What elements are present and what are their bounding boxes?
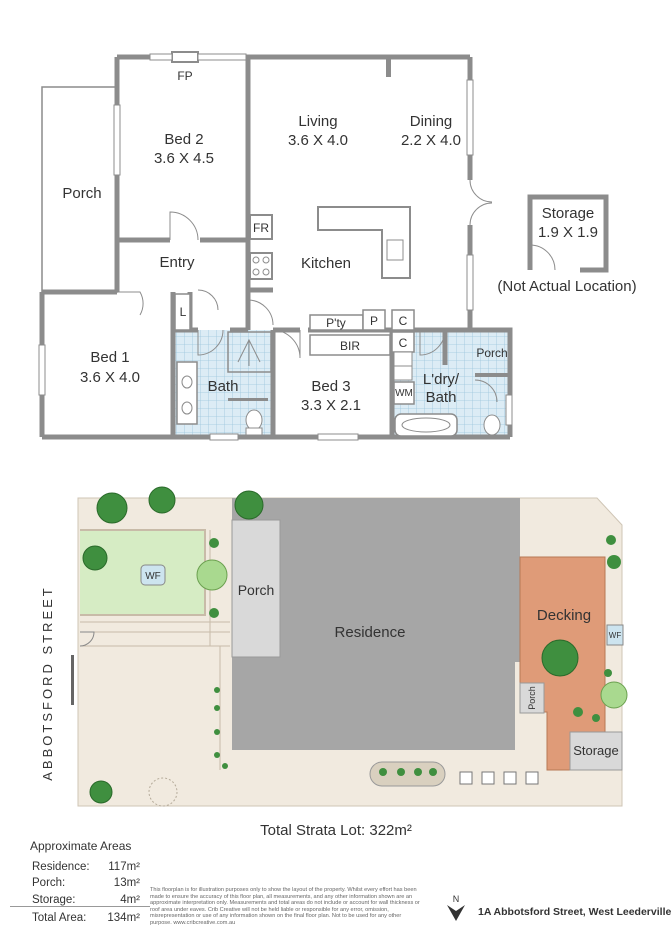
shrubs — [209, 535, 616, 776]
tree — [541, 639, 579, 677]
storage-size: 1.9 X 1.9 — [538, 224, 598, 241]
linen-label: L — [180, 305, 187, 319]
washing-machine — [393, 381, 415, 405]
dining-label: Dining — [410, 113, 453, 130]
compass-label: N — [453, 894, 460, 904]
linen-cupboard — [174, 293, 191, 331]
wf-label-2: WF — [609, 631, 622, 640]
tree — [96, 492, 128, 524]
site-plan: ABBOTSFORD STREET WF Porch Residence Dec… — [40, 486, 628, 807]
tree — [148, 777, 178, 807]
floor-plan: Porch FP Bed 2 3.6 X 4.5 Living 3.6 X 4.… — [38, 51, 637, 441]
bath-label: Bath — [208, 378, 239, 395]
dining-size: 2.2 X 4.0 — [401, 132, 461, 149]
kitchen-label: Kitchen — [301, 255, 351, 272]
living-size: 3.6 X 4.0 — [288, 132, 348, 149]
tree — [148, 486, 176, 514]
decking-label: Decking — [537, 607, 591, 624]
wf-label-1: WF — [145, 571, 161, 582]
wf-unit-2 — [606, 624, 624, 646]
fridge — [249, 214, 273, 240]
sink — [386, 239, 404, 261]
bed3-size: 3.3 X 2.1 — [301, 397, 361, 414]
tree — [607, 555, 621, 569]
bed2-label: Bed 2 — [164, 131, 203, 148]
storage — [569, 731, 623, 771]
fireplace — [171, 51, 199, 63]
total-strata-lot: Total Strata Lot: 322m² — [260, 822, 412, 839]
disclaimer: This floorplan is for illustration purpo… — [150, 887, 420, 926]
bir-label: BIR — [340, 339, 360, 353]
residence — [232, 498, 520, 750]
tree — [600, 681, 628, 709]
area-row: Storage:4m² — [32, 893, 140, 906]
approximate-areas: Approximate Areas Residence:117m² Porch:… — [0, 838, 150, 927]
bed3-label: Bed 3 — [311, 378, 350, 395]
pantry-p-label: P — [370, 314, 378, 328]
toilet — [245, 409, 263, 431]
windows — [38, 53, 513, 441]
laundry-label-2: Bath — [426, 389, 457, 406]
bathtub — [394, 413, 458, 437]
laundry-label: L'dry/ — [423, 371, 460, 388]
cupboard-c1 — [391, 309, 415, 331]
pantry-p — [362, 309, 386, 331]
storage-label: Storage — [542, 205, 595, 222]
small-porch-label: Porch — [527, 686, 537, 710]
tree — [234, 490, 264, 520]
area-row: Residence:117m² — [32, 860, 140, 873]
planter — [369, 761, 446, 787]
tree — [82, 545, 108, 571]
north-arrow-icon: N — [447, 894, 465, 921]
bed1-label: Bed 1 — [90, 349, 129, 366]
shower — [227, 331, 272, 373]
wm-label: WM — [395, 388, 413, 399]
street-label: ABBOTSFORD STREET — [40, 585, 55, 780]
built-in-robe — [309, 334, 391, 356]
area-total-row: Total Area:134m² — [32, 912, 140, 924]
wf-unit-1 — [140, 564, 166, 586]
address: 1A Abbotsford Street, West Leederville — [478, 906, 672, 918]
porch — [231, 519, 281, 658]
trees — [82, 486, 628, 807]
fridge-label: FR — [253, 221, 269, 235]
entry-label: Entry — [159, 254, 195, 271]
tree — [89, 780, 113, 804]
column — [386, 57, 391, 77]
bed1-size: 3.6 X 4.0 — [80, 369, 140, 386]
areas-heading: Approximate Areas — [30, 839, 132, 853]
fp-label: FP — [177, 69, 192, 83]
residence-label: Residence — [335, 624, 406, 641]
cupboard-c1-label: C — [399, 314, 408, 328]
storage-walls — [527, 194, 609, 273]
porch-site-label: Porch — [238, 582, 275, 598]
bed2-size: 3.6 X 4.5 — [154, 150, 214, 167]
small-porch — [519, 682, 545, 714]
not-actual-location-note: (Not Actual Location) — [497, 278, 636, 295]
pantry-label: P'ty — [326, 316, 346, 330]
porch-label: Porch — [62, 185, 101, 202]
tree — [196, 559, 228, 591]
porch2-label: Porch — [476, 346, 507, 360]
stove — [249, 252, 273, 280]
storage-site-label: Storage — [573, 743, 619, 758]
living-label: Living — [298, 113, 337, 130]
door-arcs — [117, 179, 498, 403]
cupboard-c2-label: C — [399, 336, 408, 350]
area-row: Porch:13m² — [32, 877, 140, 889]
vanity — [176, 361, 198, 425]
